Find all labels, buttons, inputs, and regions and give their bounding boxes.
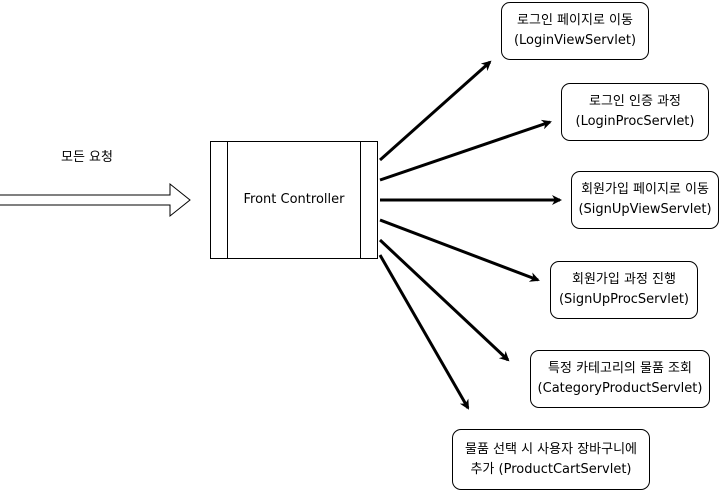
request-input-arrow	[0, 182, 191, 218]
arrow-to-product-cart	[378, 254, 470, 410]
target-signup-view: 회원가입 페이지로 이동 (SignUpViewServlet)	[571, 171, 719, 229]
target-login-proc: 로그인 인증 과정 (LoginProcServlet)	[561, 83, 709, 141]
target-product-cart: 물품 선택 시 사용자 장바구니에 추가 (ProductCartServlet…	[452, 429, 650, 490]
target-product-cart-servlet: 추가 (ProductCartServlet)	[470, 461, 632, 477]
target-login-view-title: 로그인 페이지로 이동	[517, 13, 633, 28]
target-category-product-servlet: (CategoryProductServlet)	[537, 381, 703, 396]
arrow-to-login-view	[379, 60, 492, 162]
front-controller-box: Front Controller	[210, 141, 378, 259]
controller-left-divider	[227, 142, 228, 258]
arrow-to-login-proc	[379, 119, 552, 182]
target-signup-proc-title: 회원가입 과정 진행	[572, 272, 676, 287]
target-login-proc-title: 로그인 인증 과정	[589, 94, 681, 109]
request-label: 모든 요청	[61, 150, 113, 165]
arrow-to-signup-proc	[379, 218, 540, 282]
target-category-product: 특정 카테고리의 물품 조회 (CategoryProductServlet)	[530, 350, 710, 408]
target-category-product-title: 특정 카테고리의 물품 조회	[548, 361, 692, 376]
target-signup-proc-servlet: (SignUpProcServlet)	[558, 292, 690, 307]
target-signup-proc: 회원가입 과정 진행 (SignUpProcServlet)	[550, 261, 698, 319]
target-login-view: 로그인 페이지로 이동 (LoginViewServlet)	[501, 2, 649, 60]
front-controller-label: Front Controller	[243, 192, 345, 207]
target-signup-view-title: 회원가입 페이지로 이동	[581, 182, 709, 197]
target-product-cart-title: 물품 선택 시 사용자 장바구니에	[464, 441, 637, 457]
target-signup-view-servlet: (SignUpViewServlet)	[578, 202, 712, 217]
target-login-view-servlet: (LoginViewServlet)	[513, 33, 637, 48]
controller-right-divider	[360, 142, 361, 258]
target-login-proc-servlet: (LoginProcServlet)	[575, 114, 695, 129]
arrow-to-category-product	[378, 238, 510, 362]
